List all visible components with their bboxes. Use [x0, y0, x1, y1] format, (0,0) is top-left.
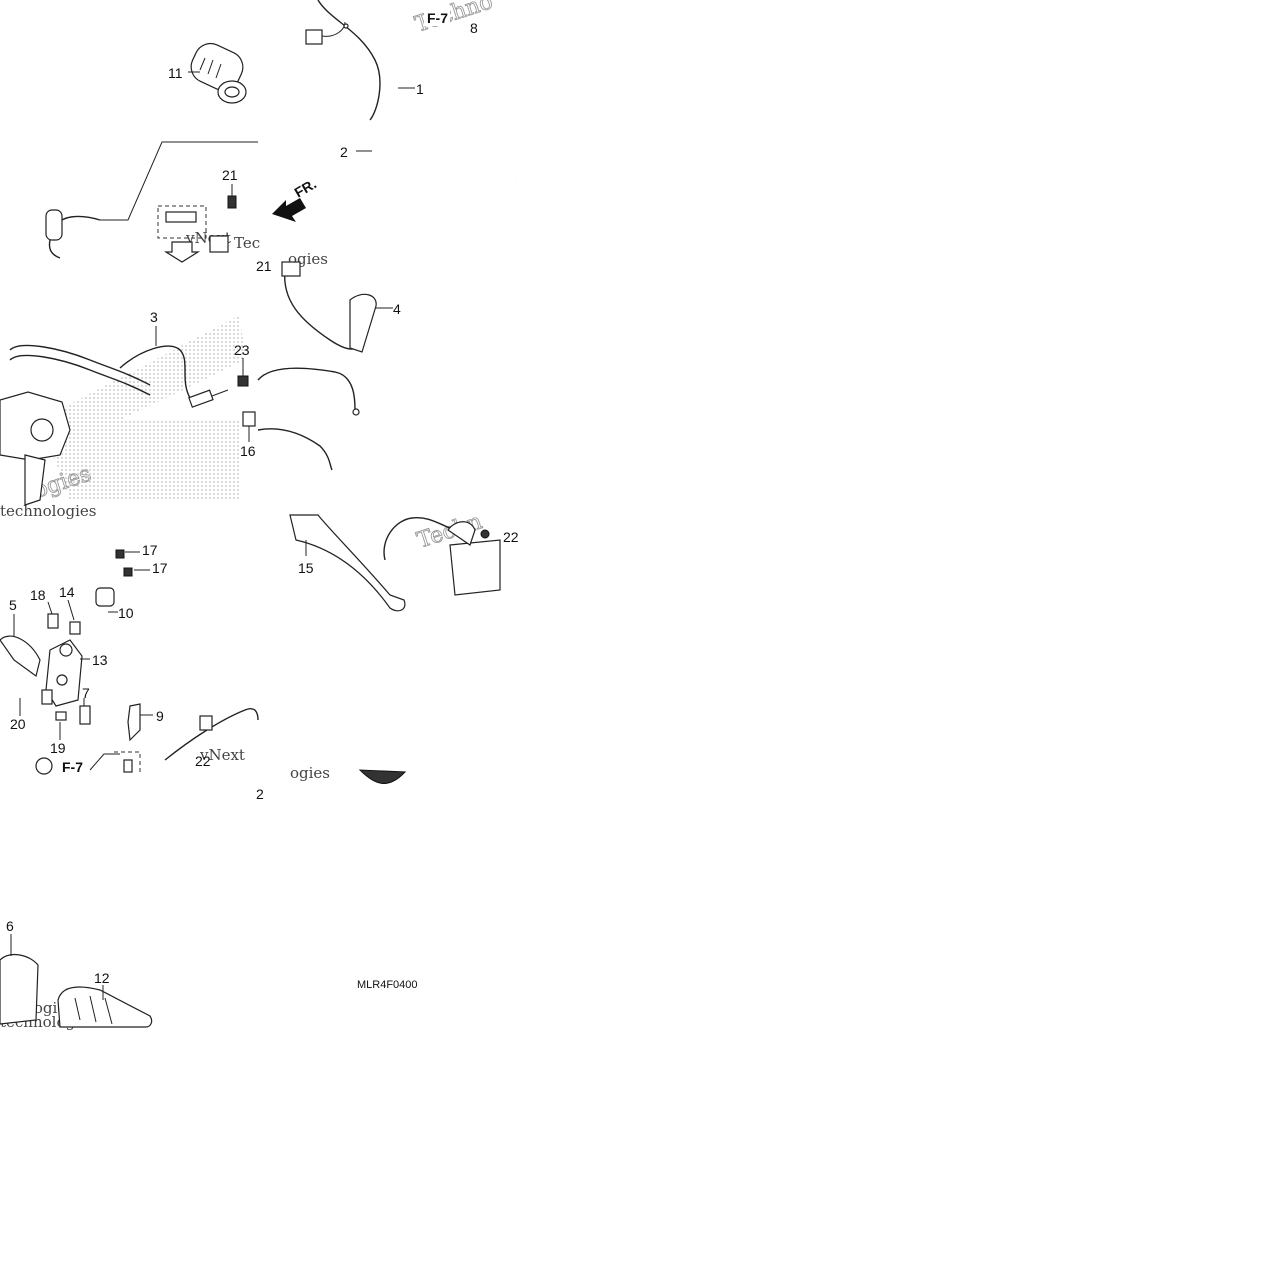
watermark: vNext	[199, 746, 245, 764]
callout-15: 15	[298, 560, 314, 576]
callout-12: 12	[94, 970, 110, 986]
halftone-logo	[40, 315, 245, 500]
cable-4-part	[237, 261, 377, 471]
callout-8: 8	[470, 20, 478, 36]
drawing-code: MLR4F0400	[357, 979, 418, 991]
callout-10: 10	[118, 605, 134, 621]
grip-heater-part	[190, 42, 247, 104]
callout-5: 5	[9, 597, 17, 613]
callout-14: 14	[59, 584, 75, 600]
callout-6: 6	[6, 918, 14, 934]
callout-17: 17	[142, 542, 158, 558]
throttle-cable-part	[45, 141, 258, 263]
ref-mark-f7: F-7	[427, 10, 448, 26]
callout-17b: 17	[152, 560, 168, 576]
callout-21: 21	[222, 167, 238, 183]
callout-7: 7	[82, 685, 90, 701]
callout-21b: 21	[256, 258, 272, 274]
callout-22: 22	[195, 753, 211, 769]
watermarks: Techno vNext Tec Techn ogies logies tech…	[0, 0, 496, 1031]
callout-9: 9	[156, 708, 164, 724]
callout-20: 20	[10, 716, 26, 732]
callouts: 1 2 2 3 4 5 6 7 8 9 10 11 12	[6, 20, 519, 1000]
watermark: technologies	[0, 502, 96, 520]
callout-13: 13	[92, 652, 108, 668]
panel-gaps	[258, 0, 260, 770]
callout-19: 19	[50, 740, 66, 756]
callout-1: 1	[416, 81, 424, 97]
front-indicator-text: FR.	[292, 175, 320, 200]
callout-2: 2	[340, 144, 348, 160]
brake-hose-part	[9, 344, 229, 408]
watermark: ogies	[290, 764, 330, 782]
ref-mark-f7b: F-7	[62, 759, 83, 775]
callout-18: 18	[30, 587, 46, 603]
callout-2b: 2	[256, 786, 264, 802]
front-direction-arrow: FR.	[272, 175, 319, 222]
watermark: Tec	[234, 234, 260, 252]
callout-23: 23	[234, 342, 250, 358]
reference-marks: F-7 F-7	[62, 8, 450, 775]
cable-routing-2	[298, 21, 516, 209]
lever-assembly-part	[0, 549, 259, 775]
callout-16: 16	[240, 443, 256, 459]
switch-housing-part	[0, 391, 71, 506]
bar-end-part	[0, 769, 407, 1025]
cable-routing-1	[317, 0, 516, 148]
callout-11: 11	[168, 65, 183, 81]
callout-4: 4	[393, 301, 401, 317]
callout-3: 3	[150, 309, 158, 325]
left-grip-part	[57, 986, 153, 1028]
callout-22b: 22	[503, 529, 519, 545]
lever-15-part	[289, 514, 501, 612]
